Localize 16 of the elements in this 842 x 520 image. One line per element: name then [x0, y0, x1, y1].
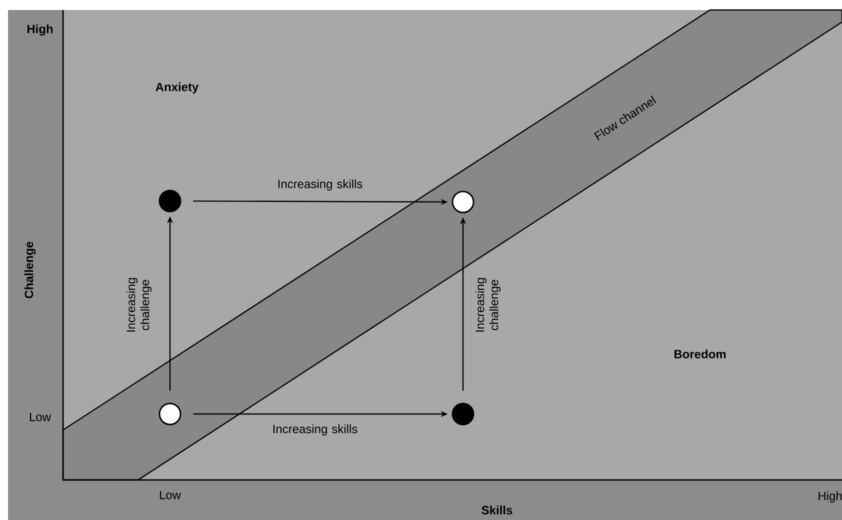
circle-marker [158, 402, 182, 426]
circle-marker [452, 402, 474, 426]
region-label: Boredom [674, 350, 726, 358]
axis-tick-label: High [818, 491, 842, 503]
edge-label: Increasing challenge [475, 278, 501, 332]
edge-label: Increasing skills [278, 179, 362, 191]
circle-marker [452, 190, 474, 214]
axis-tick-label: Low [30, 412, 52, 422]
region-label: Anxiety [156, 82, 199, 94]
axis-title: Skills [482, 506, 512, 514]
circle-marker [158, 190, 182, 212]
axis-tick-label: Low [160, 490, 182, 500]
axis-title: Challenge [24, 242, 36, 298]
edge-label: Increasing challenge [126, 278, 152, 332]
axis-tick-label: High [27, 24, 53, 36]
edge-label: Increasing skills [273, 424, 358, 436]
